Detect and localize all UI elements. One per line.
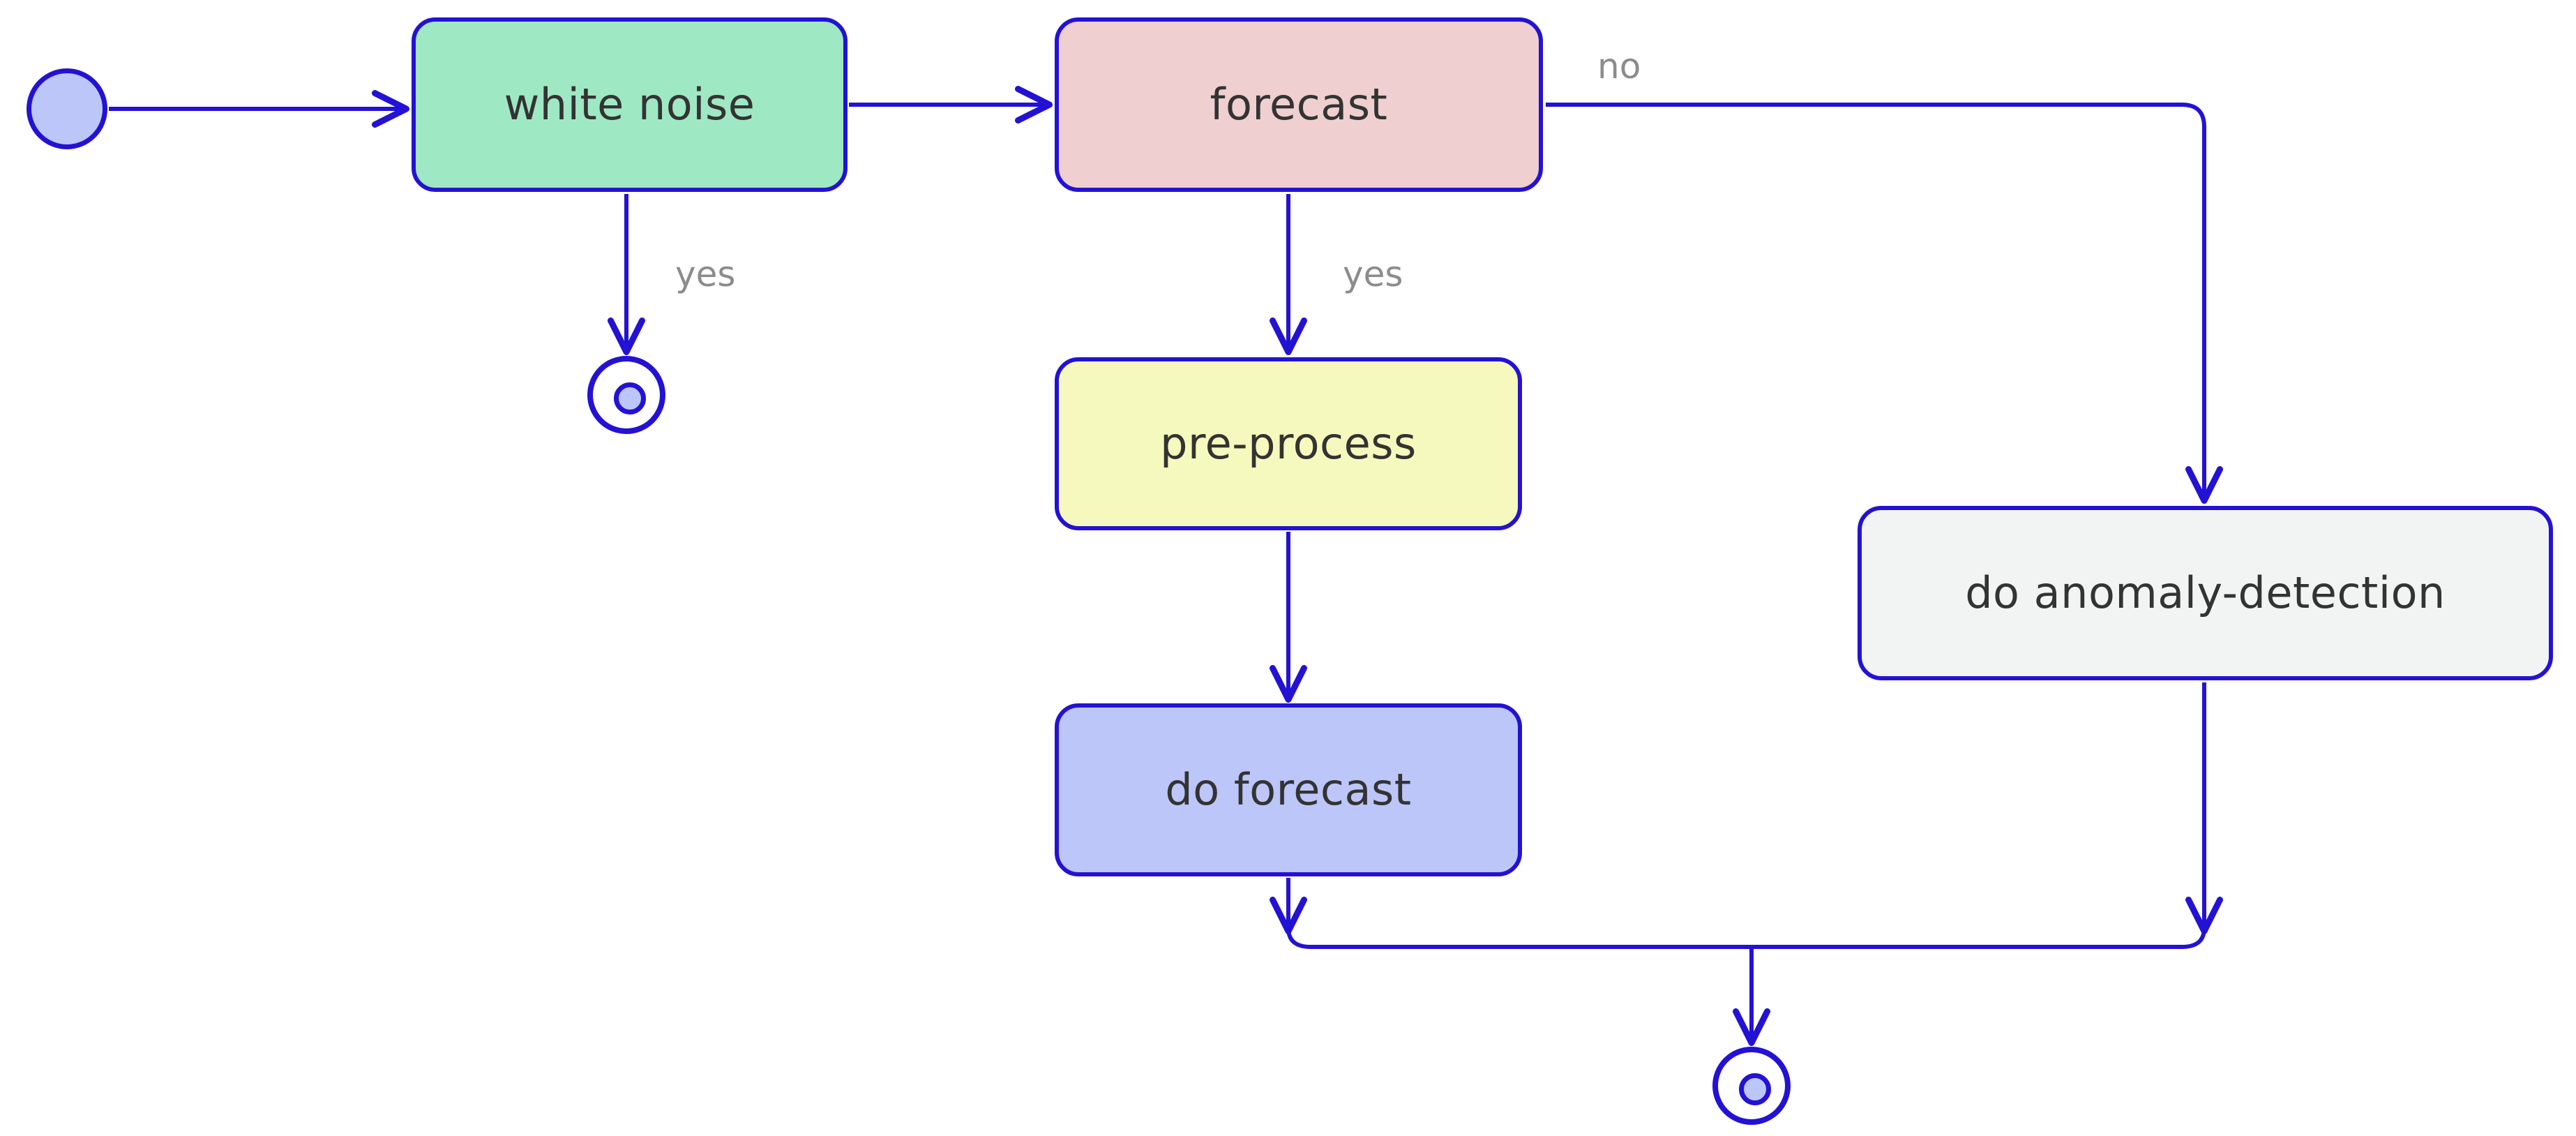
node-do-forecast-label: do forecast bbox=[1165, 763, 1412, 815]
edge-label-yes-forecast: yes bbox=[1343, 257, 1403, 292]
edge-label-no-text: no bbox=[1597, 46, 1641, 87]
edge-label-no: no bbox=[1597, 49, 1641, 84]
edge-merge-bar-right bbox=[1752, 927, 2206, 949]
edge-label-yes-forecast-text: yes bbox=[1343, 254, 1403, 294]
start-node[interactable] bbox=[27, 68, 107, 149]
node-do-forecast[interactable]: do forecast bbox=[1055, 703, 1522, 876]
node-pre-process-label: pre-process bbox=[1160, 417, 1417, 469]
node-white-noise[interactable]: white noise bbox=[412, 17, 848, 192]
node-white-noise-label: white noise bbox=[504, 78, 755, 130]
end-node-final[interactable] bbox=[1712, 1047, 1791, 1125]
end-node-inner-dot bbox=[1739, 1073, 1771, 1105]
node-do-anomaly-detection[interactable]: do anomaly-detection bbox=[1858, 506, 2553, 680]
node-pre-process[interactable]: pre-process bbox=[1055, 357, 1522, 530]
edge-forecast-to-anomaly bbox=[1546, 103, 2223, 504]
end-node-inner-dot bbox=[614, 382, 646, 414]
end-node-white-noise[interactable] bbox=[587, 356, 665, 434]
edge-label-yes-white-noise: yes bbox=[675, 257, 735, 292]
edge-label-yes-white-noise-text: yes bbox=[675, 254, 736, 294]
node-forecast[interactable]: forecast bbox=[1055, 17, 1543, 192]
edge-merge-bar-left bbox=[1286, 927, 1752, 949]
node-forecast-label: forecast bbox=[1210, 78, 1388, 130]
node-do-anomaly-detection-label: do anomaly-detection bbox=[1965, 567, 2446, 618]
